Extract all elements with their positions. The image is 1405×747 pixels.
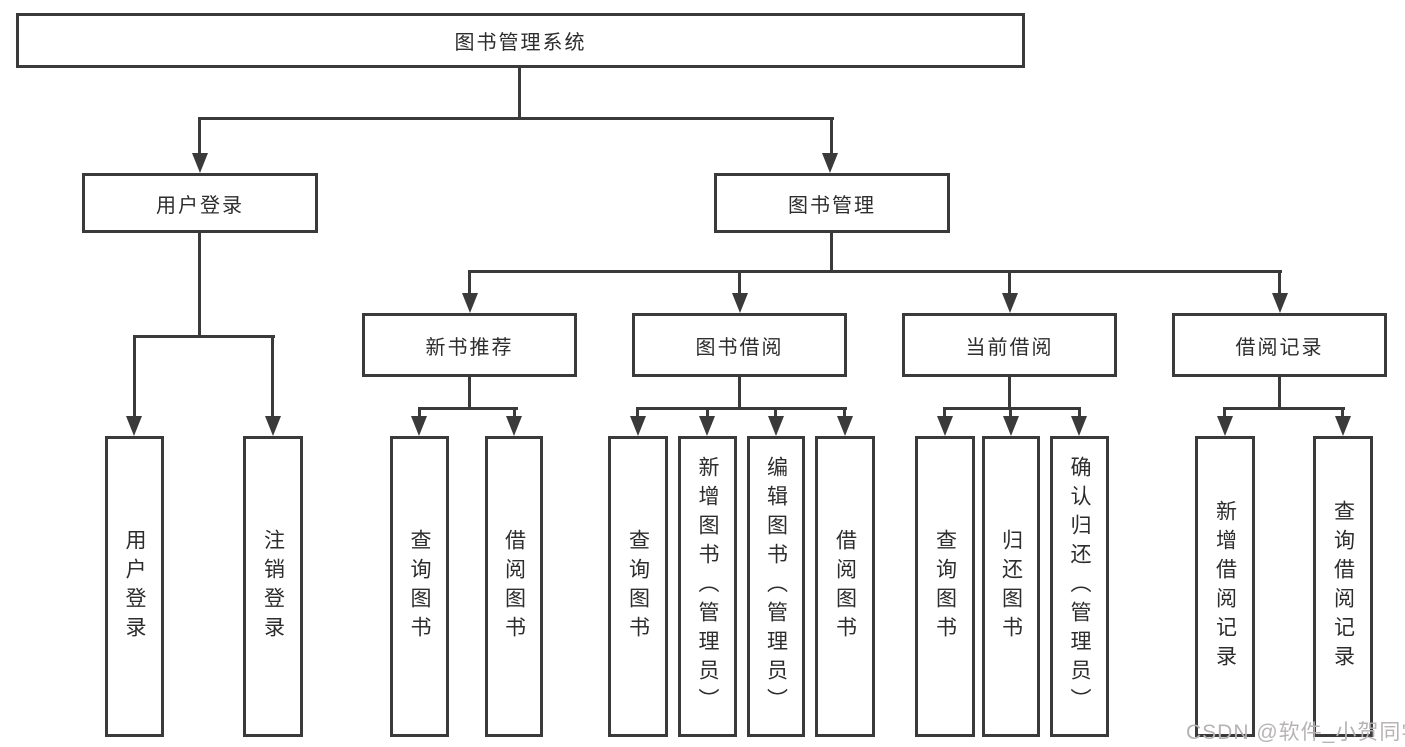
connector-user-login-drop (198, 233, 201, 337)
connector-l3-drop (1278, 377, 1281, 410)
arrow-down-icon (411, 416, 427, 436)
node-label: 查询借阅记录 (1331, 499, 1355, 674)
connector-stem-leaf (636, 407, 639, 419)
connector-l3-junction (418, 407, 518, 410)
connector-stem-leaf (774, 407, 777, 419)
node-leaf-user-login: 用户登录 (105, 436, 164, 737)
arrow-down-icon (1335, 416, 1351, 436)
connector-stem-leaf (133, 335, 136, 418)
connector-stem-level3 (738, 270, 741, 296)
arrow-down-icon (1003, 416, 1019, 436)
node-label: 借阅图书 (502, 528, 526, 645)
arrow-down-icon (630, 416, 646, 436)
node-leaf-add-book-admin: 新增图书（管理员） (678, 436, 737, 737)
node-leaf-add-borrow-record: 新增借阅记录 (1195, 436, 1255, 737)
connector-stem-leaf (1078, 407, 1081, 419)
node-leaf-query-borrow-record: 查询借阅记录 (1313, 436, 1373, 737)
connector-stem-level3 (468, 270, 471, 296)
node-label: 新书推荐 (425, 336, 514, 359)
connector-book-management-drop (830, 233, 833, 273)
arrow-down-icon (1217, 416, 1233, 436)
node-root-library-system: 图书管理系统 (16, 13, 1025, 68)
node-current-borrowing: 当前借阅 (902, 313, 1117, 377)
connector-book-management-junction (468, 270, 1282, 273)
node-label: 新增借阅记录 (1213, 499, 1237, 674)
connector-stem-leaf (706, 407, 709, 419)
arrow-down-icon (126, 416, 142, 436)
connector-stem-leaf (271, 335, 274, 418)
connector-stem-leaf (1223, 407, 1226, 419)
connector-root-trunk (518, 68, 521, 120)
node-label: 用户登录 (123, 528, 146, 645)
arrow-down-icon (506, 416, 522, 436)
connector-user-login-junction (133, 335, 275, 338)
node-leaf-query-books-borrowing: 查询图书 (608, 436, 668, 737)
node-book-borrowing: 图书借阅 (632, 313, 847, 377)
connector-l3-junction (943, 407, 1081, 410)
node-label: 注销登录 (261, 528, 285, 645)
node-leaf-query-books-recommend: 查询图书 (390, 436, 449, 737)
arrow-down-icon (937, 416, 953, 436)
arrow-down-icon (768, 416, 784, 436)
connector-stem-leaf (843, 407, 846, 419)
node-leaf-edit-book-admin: 编辑图书（管理员） (747, 436, 805, 737)
node-label: 查询图书 (408, 528, 431, 645)
connector-stem-level3 (1278, 270, 1281, 296)
connector-root-junction (198, 117, 834, 120)
node-new-book-recommendation: 新书推荐 (362, 313, 577, 377)
connector-stem-book-management (830, 117, 833, 156)
node-label: 借阅记录 (1235, 336, 1324, 359)
node-label: 新增图书（管理员） (696, 456, 719, 717)
node-leaf-borrow-books-borrowing: 借阅图书 (815, 436, 875, 737)
node-leaf-return-books: 归还图书 (982, 436, 1040, 737)
arrow-down-icon (822, 153, 838, 173)
arrow-down-icon (265, 416, 281, 436)
arrow-down-icon (1272, 293, 1288, 313)
node-label: 归还图书 (999, 528, 1023, 645)
node-label: 查询图书 (626, 528, 650, 645)
connector-l3-drop (738, 377, 741, 410)
connector-l3-drop (468, 377, 471, 410)
node-label: 确认归还（管理员） (1068, 456, 1091, 717)
arrow-down-icon (192, 153, 208, 173)
node-label: 借阅图书 (833, 528, 857, 645)
connector-stem-user-login (198, 117, 201, 156)
connector-stem-leaf (943, 407, 946, 419)
connector-l3-junction (1223, 407, 1345, 410)
node-leaf-confirm-return-admin: 确认归还（管理员） (1050, 436, 1109, 737)
arrow-down-icon (837, 416, 853, 436)
arrow-down-icon (699, 416, 715, 436)
node-leaf-logout: 注销登录 (243, 436, 303, 737)
arrow-down-icon (462, 293, 478, 313)
node-leaf-query-books-current: 查询图书 (915, 436, 975, 737)
node-label: 图书管理 (788, 194, 876, 217)
connector-l3-drop (1008, 377, 1011, 410)
connector-stem-level3 (1008, 270, 1011, 296)
csdn-watermark: CSDN @软件_小贺同学 (1186, 721, 1405, 744)
node-borrowing-records: 借阅记录 (1172, 313, 1387, 377)
node-label: 当前借阅 (965, 336, 1054, 359)
arrow-down-icon (1071, 416, 1087, 436)
connector-stem-leaf (1341, 407, 1344, 419)
node-label: 图书管理系统 (454, 32, 587, 54)
node-label: 查询图书 (933, 528, 957, 645)
node-label: 图书借阅 (695, 336, 784, 359)
node-leaf-borrow-books-recommend: 借阅图书 (485, 436, 543, 737)
connector-stem-leaf (418, 407, 421, 419)
arrow-down-icon (732, 293, 748, 313)
node-book-management: 图书管理 (714, 173, 950, 233)
connector-stem-leaf (1009, 407, 1012, 419)
connector-l3-junction (636, 407, 847, 410)
node-user-login: 用户登录 (82, 173, 318, 233)
connector-stem-leaf (513, 407, 516, 419)
node-label: 编辑图书（管理员） (764, 456, 788, 717)
arrow-down-icon (1002, 293, 1018, 313)
node-label: 用户登录 (156, 194, 244, 217)
